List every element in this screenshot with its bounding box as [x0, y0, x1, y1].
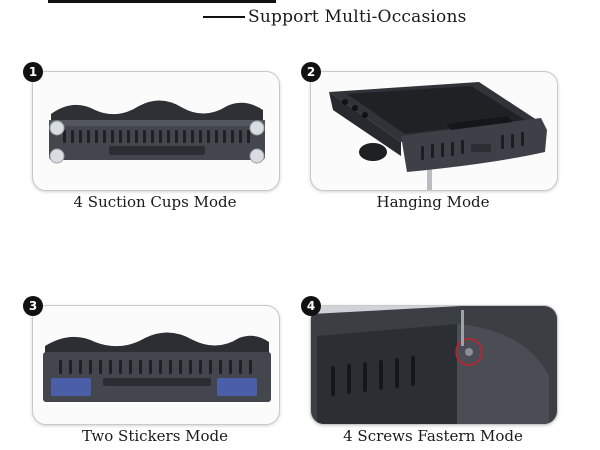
section-header: Support Multi-Occasions	[203, 4, 467, 30]
stickers-product-illustration	[43, 332, 271, 402]
top-banner	[0, 0, 600, 10]
mode-3-caption: Two Stickers Mode	[81, 427, 229, 445]
mode-1-image	[32, 71, 280, 191]
mode-4-image	[310, 305, 558, 425]
mode-4-caption: 4 Screws Fastern Mode	[343, 427, 523, 445]
header-dash	[203, 16, 245, 18]
mode-3-number-badge: 3	[23, 296, 43, 316]
mode-2-image	[310, 71, 558, 191]
mode-3-image	[32, 305, 280, 425]
top-rule	[48, 0, 276, 3]
section-title: Support Multi-Occasions	[248, 7, 467, 27]
screws-product-illustration	[311, 306, 557, 424]
mode-2-caption: Hanging Mode	[376, 193, 490, 211]
mode-1-number-badge: 1	[23, 62, 43, 82]
mode-1-caption: 4 Suction Cups Mode	[73, 193, 237, 211]
mode-4-number-badge: 4	[301, 296, 321, 316]
mode-2-number-badge: 2	[301, 62, 321, 82]
suction-cups-product-illustration	[49, 100, 265, 164]
hanging-product-illustration	[329, 82, 547, 190]
